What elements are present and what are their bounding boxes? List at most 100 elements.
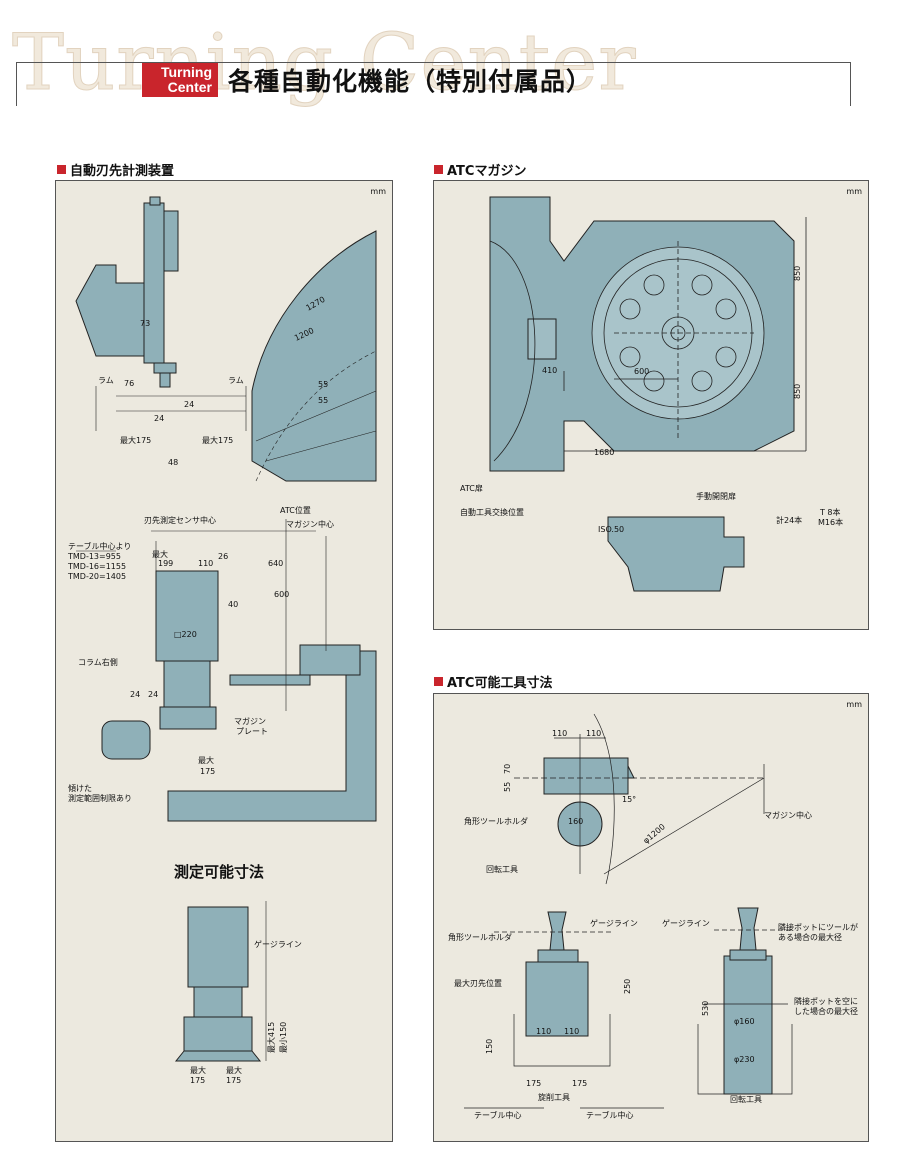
dim-175a: 175 — [526, 1079, 541, 1088]
dim-600: 600 — [274, 590, 289, 599]
label-blade-center: 刃先測定センサ中心 — [144, 515, 216, 525]
turning-center-badge: Turning Center — [142, 63, 218, 97]
dim-55: 55 — [503, 782, 512, 792]
section-title-text: 自動刃先計測装置 — [70, 164, 175, 179]
label-m16: M16本 — [818, 517, 843, 527]
dim-24b: 24 — [184, 400, 194, 409]
atc-tool-panel: mm 110 — [433, 693, 869, 1142]
label-turning-tool: 旋削工具 — [538, 1092, 570, 1102]
dim-175b: 175 — [572, 1079, 587, 1088]
bullet-square-icon — [434, 165, 443, 174]
label-iso50: ISO.50 — [598, 525, 624, 534]
label-rotating-tool: 回転工具 — [486, 865, 518, 874]
dim-48: 48 — [168, 458, 178, 467]
label-atc-position: ATC位置 — [280, 505, 311, 515]
label-total24: 計24本 — [776, 515, 802, 525]
dim-max175b: 最大175 — [202, 435, 233, 445]
label-tmd20: TMD-20=1405 — [67, 572, 126, 581]
label-max-d: 最大 — [226, 1065, 242, 1075]
page-title: 各種自動化機能（特別付属品） — [228, 67, 593, 96]
label-max-c: 最大 — [190, 1065, 206, 1075]
dim-175b: 175 — [190, 1076, 205, 1085]
dim-110: 110 — [198, 559, 213, 568]
label-table-center-2: テーブル中心 — [586, 1110, 634, 1120]
label-magazine-center: マガジン中心 — [764, 810, 812, 820]
probe-panel: mm — [55, 180, 393, 1142]
label-gauge-line: ゲージライン — [254, 939, 302, 949]
unit-label: mm — [846, 187, 862, 196]
badge-line1: Turning — [160, 64, 212, 80]
label-from-table: テーブル中心より — [68, 541, 131, 551]
label-adjacent-2: ある場合の最大径 — [778, 932, 842, 942]
probe-drawing: ラム ラム 73 76 24 24 最大175 最大175 48 55 55 1… — [67, 196, 377, 1085]
dim-199: 199 — [158, 559, 173, 568]
label-t8: T 8本 — [819, 507, 841, 517]
atc-magazine-drawing: 850 850 410 600 1680 ATC扉 手動開閉扉 自動工具交換位置… — [460, 196, 843, 592]
dim-max175a: 最大175 — [120, 435, 151, 445]
atc-tool-drawing: 110 110 70 55 15° 160 φ1200 角形ツールホルダ マガジ… — [448, 713, 858, 1120]
dim-min150: 最小150 — [279, 1022, 288, 1053]
dim-150: 150 — [485, 1039, 494, 1054]
label-square-holder: 角形ツールホルダ — [464, 816, 528, 826]
dim-24d: 24 — [148, 690, 158, 699]
label-magazine-plate-1: マガジン — [234, 716, 266, 726]
label-max-tip: 最大刃先位置 — [454, 978, 502, 988]
label-tilt-2: 測定範囲制限あり — [68, 793, 132, 803]
dim-15deg: 15° — [622, 795, 636, 804]
label-column-right: コラム右側 — [78, 657, 118, 667]
dim-55a: 55 — [318, 380, 328, 389]
dim-175: 175 — [200, 767, 215, 776]
dim-55b: 55 — [318, 396, 328, 405]
label-max-b: 最大 — [198, 755, 214, 765]
label-tilt-1: 傾けた — [68, 784, 92, 793]
section-title-text: ATC可能工具寸法 — [447, 676, 553, 691]
label-tmd16: TMD-16=1155 — [67, 562, 126, 571]
label-auto-exchange: 自動工具交換位置 — [460, 507, 524, 517]
label-manual-door: 手動開閉扉 — [696, 491, 736, 501]
label-magazine-plate-2: プレート — [236, 727, 268, 736]
label-measurable: 測定可能寸法 — [174, 863, 264, 881]
label-square-holder-2: 角形ツールホルダ — [448, 932, 512, 942]
dim-110a: 110 — [552, 729, 567, 738]
dim-76: 76 — [124, 379, 134, 388]
dim-530: 530 — [701, 1001, 710, 1016]
unit-label: mm — [370, 187, 386, 196]
dim-110c: 110 — [536, 1027, 551, 1036]
label-rotating-tool-2: 回転工具 — [730, 1095, 762, 1104]
label-empty-2: した場合の最大径 — [794, 1006, 858, 1016]
header-rule — [16, 62, 851, 63]
label-table-center-1: テーブル中心 — [474, 1110, 522, 1120]
dim-110d: 110 — [564, 1027, 579, 1036]
label-ram-left: ラム — [98, 376, 114, 385]
dim-250: 250 — [623, 979, 632, 994]
label-max: 最大 — [152, 549, 168, 559]
bullet-square-icon — [434, 677, 443, 686]
dim-410: 410 — [542, 366, 557, 375]
dim-40: 40 — [228, 600, 238, 609]
section-title-text: ATCマガジン — [447, 164, 527, 179]
dim-max415: 最大415 — [266, 1022, 276, 1053]
dim-640: 640 — [268, 559, 283, 568]
dim-73: 73 — [140, 319, 150, 328]
section-title-atc-tool: ATC可能工具寸法 — [434, 672, 552, 691]
header-right-rule — [850, 62, 851, 106]
label-magazine-center: マガジン中心 — [286, 519, 334, 529]
dim-110b: 110 — [586, 729, 601, 738]
dim-24c: 24 — [130, 690, 140, 699]
label-square-220: □220 — [174, 630, 197, 639]
dim-160: 160 — [568, 817, 583, 826]
label-tmd13: TMD-13=955 — [67, 552, 121, 561]
label-atc-door: ATC扉 — [460, 483, 483, 493]
dim-24a: 24 — [154, 414, 164, 423]
label-gauge-line-1: ゲージライン — [590, 918, 638, 928]
dim-phi1200: φ1200 — [642, 822, 667, 845]
section-title-atc-magazine: ATCマガジン — [434, 160, 526, 179]
label-gauge-line-2: ゲージライン — [662, 918, 710, 928]
bullet-square-icon — [57, 165, 66, 174]
dim-26: 26 — [218, 552, 228, 561]
label-adjacent-1: 隣接ポットにツールが — [778, 922, 858, 932]
label-empty-1: 隣接ポットを空に — [794, 996, 858, 1006]
badge-line2: Center — [167, 79, 212, 95]
header-left-rule — [16, 62, 17, 106]
dim-850b: 850 — [793, 384, 802, 399]
